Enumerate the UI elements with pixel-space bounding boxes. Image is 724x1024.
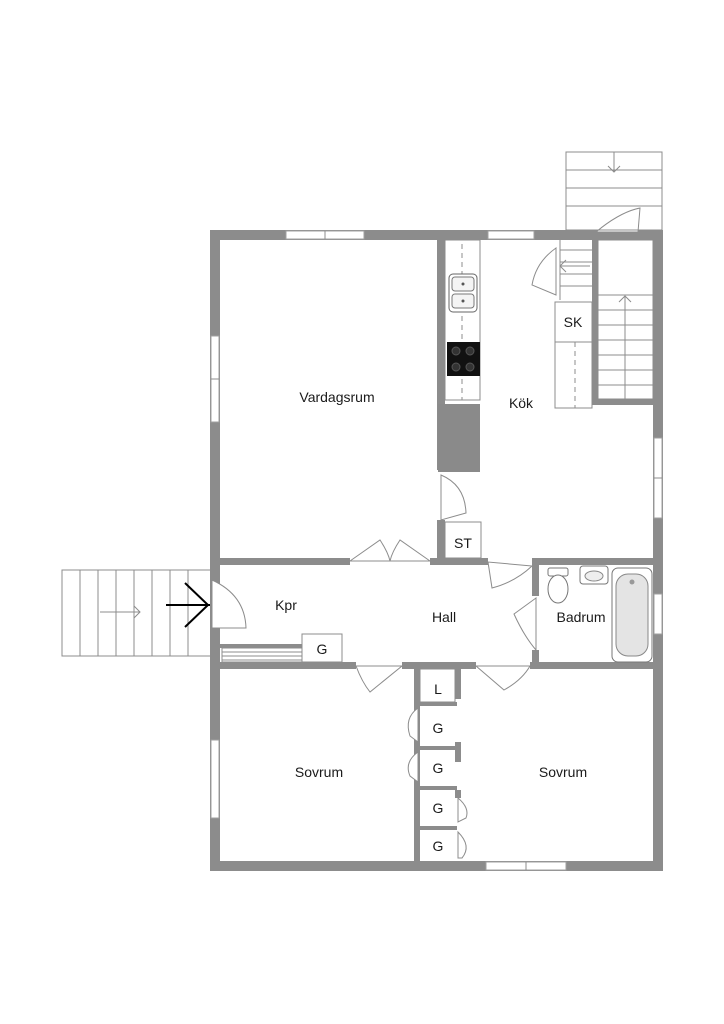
- bathroom-sink-icon: [579, 565, 609, 585]
- windows: [210, 230, 663, 871]
- room-labels: Vardagsrum Kök SK ST Kpr G Hall Badrum S…: [275, 314, 605, 854]
- exterior-walls: [210, 230, 663, 871]
- sk-cabinet: [554, 301, 593, 343]
- room-label-badrum: Badrum: [556, 609, 605, 625]
- doors: [211, 207, 641, 859]
- room-label-kok: Kök: [509, 395, 534, 411]
- room-label-sk: SK: [564, 314, 583, 330]
- room-label-kpr: Kpr: [275, 597, 297, 613]
- room-label-sovrum-right: Sovrum: [539, 764, 587, 780]
- st-cabinet: [444, 521, 482, 559]
- closet-label-g1: G: [433, 720, 444, 736]
- closet-label-g4: G: [433, 838, 444, 854]
- entrance-arrow-icon: [166, 582, 210, 628]
- closet-label-g3: G: [433, 800, 444, 816]
- sk-lower: [554, 341, 593, 409]
- radiator: [221, 647, 303, 663]
- kitchen-sink-icon: [448, 273, 478, 313]
- kpr-g-cabinet: [301, 633, 343, 663]
- room-label-kpr-g: G: [317, 641, 328, 657]
- room-label-vardagsrum: Vardagsrum: [299, 389, 374, 405]
- exterior-stairs-left: [61, 569, 213, 657]
- interior-stairs: [559, 239, 654, 400]
- room-label-st: ST: [454, 535, 472, 551]
- closet-l: [419, 668, 456, 703]
- room-label-sovrum-left: Sovrum: [295, 764, 343, 780]
- exterior-stairs-top: [565, 151, 663, 231]
- closet-label-g2: G: [433, 760, 444, 776]
- room-label-hall: Hall: [432, 609, 456, 625]
- toilet-icon: [547, 567, 569, 604]
- bathtub-icon: [611, 567, 653, 663]
- closet-label-l: L: [434, 681, 442, 697]
- stove-icon: [447, 342, 480, 376]
- kitchen-counter: [438, 239, 481, 472]
